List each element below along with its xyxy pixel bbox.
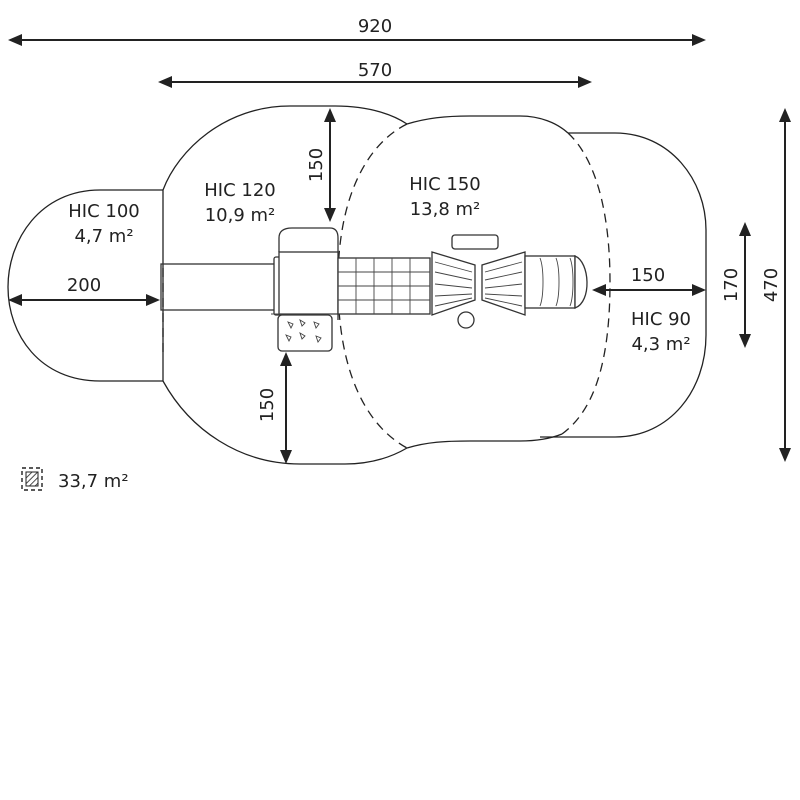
arrow-head	[158, 76, 172, 88]
zone-hic-150-area: 13,8 m²	[410, 199, 481, 220]
zone-boundary-dashed-right	[561, 132, 611, 435]
zone-labels: HIC 100 4,7 m² HIC 120 10,9 m² HIC 150 1…	[68, 174, 691, 355]
arrow-head	[739, 334, 751, 348]
arrow-head	[779, 448, 791, 462]
arrow-head	[146, 294, 160, 306]
dim-bottom-clearance: 150	[257, 388, 278, 422]
dim-inner-height: 170	[721, 268, 742, 302]
climbing-wall	[277, 314, 333, 352]
arrow-head	[324, 108, 336, 122]
arrow-head	[280, 450, 292, 464]
arrow-head	[8, 294, 22, 306]
play-equipment	[160, 227, 588, 352]
zone-hic-120-label: HIC 120	[204, 180, 276, 201]
arrow-head	[280, 352, 292, 366]
arrow-head	[592, 284, 606, 296]
legend: 33,7 m²	[21, 467, 129, 492]
zone-hic-120-area: 10,9 m²	[205, 205, 276, 226]
zone-hic-90-label: HIC 90	[631, 309, 691, 330]
dim-overall-width: 920	[358, 16, 392, 37]
dim-top-clearance: 150	[306, 148, 327, 182]
dimension-values: 920 570 200 150 150 150 170 470	[67, 16, 782, 422]
hatched-square-icon-fill	[25, 471, 39, 487]
arrow-head	[739, 222, 751, 236]
arrow-head	[8, 34, 22, 46]
zone-hic-90-outline	[540, 132, 707, 438]
climbing-grips	[285, 318, 322, 343]
tube-end	[574, 255, 588, 309]
post-base	[457, 311, 475, 329]
platform-railing	[278, 227, 339, 320]
tube-ribs	[539, 257, 574, 307]
zone-hic-100-area: 4,7 m²	[74, 226, 133, 247]
zone-hic-100-outline	[7, 189, 163, 382]
slide-chute	[160, 263, 279, 311]
dim-overall-height: 470	[761, 268, 782, 302]
hatched-square-icon	[21, 467, 43, 491]
zone-hic-120-outline	[162, 105, 408, 465]
zone-hic-100-label: HIC 100	[68, 201, 140, 222]
tube-tunnel	[524, 255, 576, 309]
dim-slide-width: 570	[358, 60, 392, 81]
arrow-head	[578, 76, 592, 88]
legend-total-area: 33,7 m²	[58, 471, 129, 492]
dim-left-clearance: 200	[67, 275, 101, 296]
dim-right-clearance: 150	[631, 265, 665, 286]
arrow-head	[692, 284, 706, 296]
arrow-head	[324, 208, 336, 222]
dimension-lines	[8, 34, 791, 464]
roof-panel-pattern	[434, 261, 523, 307]
net-bridge-grid	[338, 258, 430, 314]
zone-hic-150-label: HIC 150	[409, 174, 481, 195]
zone-hic-90-area: 4,3 m²	[631, 334, 690, 355]
platform	[278, 251, 339, 315]
roof-top	[451, 234, 499, 250]
arrow-head	[779, 108, 791, 122]
arrow-head	[692, 34, 706, 46]
